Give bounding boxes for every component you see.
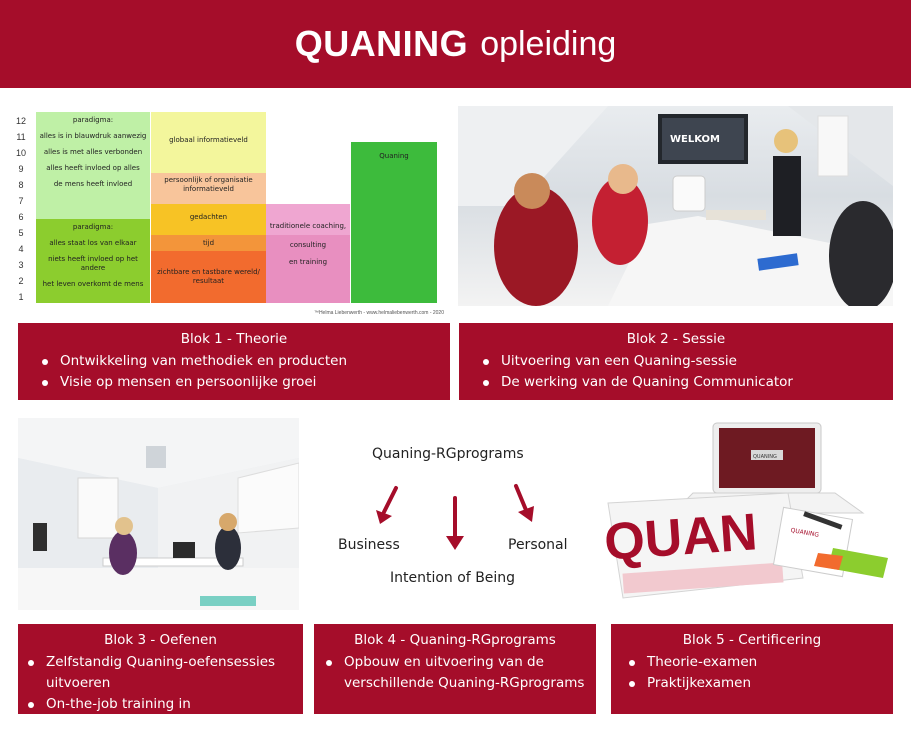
y-tick-label: 3 xyxy=(18,260,24,270)
photo-practice-office xyxy=(18,418,299,610)
segment-green-bottom: paradigma: alles staat los van elkaar ni… xyxy=(36,219,150,303)
block-item: On-the-job training in feedbacksessie xyxy=(28,694,295,729)
block-item: De werking van de Quaning Communicator xyxy=(483,372,885,393)
block-list: Theorie-examen Praktijkexamen xyxy=(611,652,893,694)
y-tick-label: 6 xyxy=(18,212,24,222)
segment-pink: consulting en training xyxy=(266,235,350,303)
seg-label: alles is in blauwdruk aanwezig xyxy=(39,132,147,140)
block-list: Uitvoering van een Quaning-sessie De wer… xyxy=(459,351,893,393)
title-opleiding: opleiding xyxy=(480,24,617,63)
diagram-arrows xyxy=(376,484,534,550)
materials-illustration: QUANING QUAN QUANING xyxy=(603,422,888,599)
block-list: Zelfstandig Quaning-oefensessies uitvoer… xyxy=(18,652,303,729)
block-item: Theorie-examen xyxy=(629,652,885,673)
block-item: Praktijkexamen xyxy=(629,673,885,694)
y-tick-label: 5 xyxy=(18,228,24,238)
block-item: Opbouw en uitvoering van de verschillend… xyxy=(326,652,588,694)
diagram-left-label: Business xyxy=(338,537,400,553)
block-item: Ontwikkeling van methodiek en producten xyxy=(42,351,442,372)
block-4-rgprograms: Blok 4 - Quaning-RGprograms Opbouw en ui… xyxy=(314,624,596,714)
seg-label: het leven overkomt de mens xyxy=(42,280,144,288)
y-tick-label: 12 xyxy=(15,116,26,126)
segment-peach: persoonlijk of organisatie informatievel… xyxy=(151,173,266,204)
segment-orange-light: tijd xyxy=(151,235,266,251)
arrow-right-icon xyxy=(514,484,528,512)
seg-label: alles staat los van elkaar xyxy=(49,239,137,247)
rgprograms-diagram: Quaning-RGprograms Business Personal Int… xyxy=(318,418,594,610)
practice-illustration xyxy=(18,418,299,610)
segment-pink-light: traditionele coaching, xyxy=(266,204,350,235)
block-2-sessie: Blok 2 - Sessie Uitvoering van een Quani… xyxy=(459,323,893,400)
block-list: Opbouw en uitvoering van de verschillend… xyxy=(314,652,596,694)
segment-orange: zichtbare en tastbare wereld/ resultaat xyxy=(151,251,266,303)
seg-label: persoonlijk of organisatie informatievel… xyxy=(164,176,253,193)
y-tick-label: 10 xyxy=(15,148,26,158)
quaning-level-chart: 12 11 10 9 8 7 6 5 4 3 2 1 paradigma: alles is in b… xyxy=(12,104,450,318)
seg-label: niets heeft invloed op het andere xyxy=(48,255,138,272)
seg-label: paradigma: xyxy=(72,116,114,124)
diagram-bottom-label: Intention of Being xyxy=(390,570,516,586)
seg-label: de mens heeft invloed xyxy=(53,180,133,188)
diagram-right-label: Personal xyxy=(508,537,568,553)
arrow-down-head-icon xyxy=(446,536,464,550)
block-5-certificering: Blok 5 - Certificering Theorie-examen Pr… xyxy=(611,624,893,714)
notebook-text: QUANING xyxy=(790,527,820,539)
y-tick-label: 9 xyxy=(18,164,24,174)
block-item: Zelfstandig Quaning-oefensessies uitvoer… xyxy=(28,652,295,694)
seg-label: globaal informatieveld xyxy=(169,136,248,144)
y-tick-label: 2 xyxy=(18,276,24,286)
seg-label: Quaning xyxy=(379,152,409,160)
arrow-left-icon xyxy=(382,486,398,514)
y-tick-label: 7 xyxy=(18,196,24,206)
segment-yellow: globaal informatieveld xyxy=(151,112,266,173)
seg-label: alles heeft invloed op alles xyxy=(46,164,140,172)
screen-welkom-text: WELKOM xyxy=(670,134,720,145)
binder-text: QUAN xyxy=(603,503,759,572)
diagram-top-label: Quaning-RGprograms xyxy=(372,446,524,462)
segment-quaning: Quaning xyxy=(351,142,437,303)
photo-session-meeting: WELKOM xyxy=(458,106,893,306)
arrow-left-head-icon xyxy=(376,510,392,524)
y-tick-label: 1 xyxy=(18,292,24,302)
seg-label: tijd xyxy=(202,239,215,247)
seg-label: traditionele coaching, xyxy=(269,222,347,230)
block-title: Blok 2 - Sessie xyxy=(626,331,726,347)
block-item: Uitvoering van een Quaning-sessie xyxy=(483,351,885,372)
segment-amber: gedachten xyxy=(151,204,266,235)
block-list: Ontwikkeling van methodiek en producten … xyxy=(18,351,450,393)
session-illustration: WELKOM xyxy=(458,106,893,306)
photo-certification-materials: QUANING QUAN QUANING xyxy=(603,418,893,610)
segment-green-top: paradigma: alles is in blauwdruk aanwezi… xyxy=(36,112,150,219)
chart-credit: ™Helma Liebenwerth - www.helmaliebenwert… xyxy=(313,310,444,316)
y-tick-label: 4 xyxy=(18,244,24,254)
block-title: Blok 1 - Theorie xyxy=(180,331,288,347)
laptop-text: QUANING xyxy=(753,454,777,460)
seg-label: gedachten xyxy=(189,213,228,221)
page-header: QUANING opleiding xyxy=(0,0,911,88)
block-title: Blok 3 - Oefenen xyxy=(104,632,217,648)
seg-label: zichtbare en tastbare wereld/ resultaat xyxy=(157,268,260,285)
block-title: Blok 5 - Certificering xyxy=(682,632,822,648)
block-item: Visie op mensen en persoonlijke groei xyxy=(42,372,442,393)
seg-label: alles is met alles verbonden xyxy=(43,148,143,156)
y-tick-label: 8 xyxy=(18,180,24,190)
block-3-oefenen: Blok 3 - Oefenen Zelfstandig Quaning-oef… xyxy=(18,624,303,729)
arrow-right-head-icon xyxy=(518,506,534,522)
seg-label: consulting xyxy=(289,241,327,249)
block-title: Blok 4 - Quaning-RGprograms xyxy=(354,632,556,648)
y-tick-label: 11 xyxy=(16,132,26,142)
seg-label: paradigma: xyxy=(72,223,114,231)
title-quaning: QUANING xyxy=(294,23,469,64)
block-1-theorie: Blok 1 - Theorie Ontwikkeling van method… xyxy=(18,323,450,400)
seg-label: en training xyxy=(288,258,328,266)
